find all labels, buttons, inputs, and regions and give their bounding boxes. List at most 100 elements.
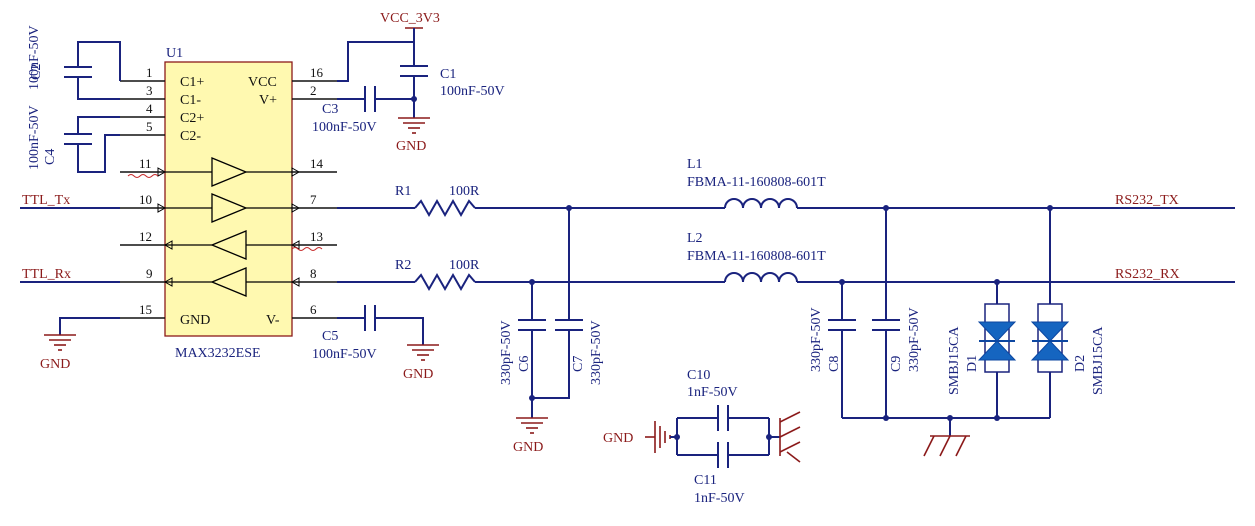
gnd-pin15-wire [59, 317, 120, 335]
pin-number: 15 [139, 302, 152, 317]
gnd-symbol [44, 334, 76, 351]
c8-label: C8 [827, 356, 842, 372]
c8-value: 330pF-50V [809, 307, 824, 372]
c11-label: C11 [694, 473, 717, 488]
gnd-label: GND [603, 431, 633, 446]
r2-resistor [414, 272, 476, 292]
pin-number: 10 [139, 192, 152, 207]
no-connect-mark [127, 174, 159, 178]
l2-label: L2 [687, 231, 703, 246]
pin-number: 2 [310, 83, 317, 98]
junction-dot [766, 434, 772, 440]
l1-inductor [724, 198, 798, 209]
r2-value: 100R [449, 258, 480, 273]
pin-name-c1m: C1- [180, 93, 201, 108]
junction-dot [411, 96, 417, 102]
c11-capacitor [677, 442, 769, 468]
pin-number: 8 [310, 266, 317, 281]
c1-capacitor [400, 65, 428, 118]
c3-label: C3 [322, 102, 338, 117]
gnd-symbol [516, 417, 548, 434]
pin-name-c2m: C2- [180, 129, 201, 144]
pin-number: 7 [310, 192, 317, 207]
net-rs232-rx: RS232_RX [1115, 267, 1180, 282]
pin-number: 12 [139, 229, 152, 244]
d2-value: SMBJ15CA [1091, 326, 1106, 395]
net-ttl-rx: TTL_Rx [22, 267, 71, 282]
c9-value: 330pF-50V [907, 307, 922, 372]
l2-value: FBMA-11-160808-601T [687, 249, 826, 264]
c2-label: C2 [29, 64, 44, 80]
r1-label: R1 [395, 184, 411, 199]
c4-value: 100nF-50V [27, 105, 42, 170]
pin-name-c1p: C1+ [180, 75, 204, 90]
c10-capacitor [677, 405, 769, 431]
pin-name-c2p: C2+ [180, 111, 204, 126]
c5-label: C5 [322, 329, 338, 344]
r2-label: R2 [395, 258, 411, 273]
gnd-label: GND [513, 440, 543, 455]
gnd-symbol [398, 117, 430, 134]
pin-name-gnd: GND [180, 313, 210, 328]
gnd-label: GND [40, 357, 70, 372]
pin-number: 16 [310, 65, 324, 80]
d1-tvs-diode [977, 282, 1017, 418]
pin-number: 3 [146, 83, 153, 98]
junction-dot [883, 415, 889, 421]
d2-tvs-diode [1030, 208, 1070, 418]
r1-resistor [414, 198, 476, 218]
c10-value: 1nF-50V [687, 385, 738, 400]
gnd-symbol [407, 344, 439, 361]
net-ttl-tx: TTL_Tx [22, 193, 70, 208]
gnd-symbol [645, 421, 671, 453]
c8-capacitor [828, 282, 856, 418]
l1-value: FBMA-11-160808-601T [687, 175, 826, 190]
c1-value: 100nF-50V [440, 84, 505, 99]
c7-label: C7 [571, 356, 586, 372]
c6-capacitor [518, 282, 546, 418]
no-connect-mark [291, 247, 323, 251]
c5-capacitor [337, 305, 424, 345]
c9-capacitor [872, 208, 900, 418]
c1-label: C1 [440, 67, 456, 82]
r1-value: 100R [449, 184, 480, 199]
c9-label: C9 [889, 356, 904, 372]
l2-inductor [724, 272, 798, 283]
junction-dot [994, 415, 1000, 421]
d2-label: D2 [1073, 355, 1088, 372]
gnd-label: GND [396, 139, 426, 154]
c4-capacitor [64, 116, 120, 173]
l1-label: L1 [687, 157, 703, 172]
ic-ref: U1 [166, 46, 183, 61]
c11-value: 1nF-50V [694, 491, 745, 506]
pin-name-vm: V- [266, 313, 280, 328]
d1-value: SMBJ15CA [947, 326, 962, 395]
c6-value: 330pF-50V [499, 320, 514, 385]
c10-label: C10 [687, 368, 710, 383]
gnd-label: GND [403, 367, 433, 382]
pin-number: 14 [310, 156, 324, 171]
c2-value: 100nF-50V [27, 25, 42, 90]
pin-name-vp: V+ [259, 93, 277, 108]
ic-part: MAX3232ESE [175, 346, 261, 361]
net-rs232-tx: RS232_TX [1115, 193, 1179, 208]
c3-value: 100nF-50V [312, 120, 377, 135]
ic-pin-stubs [120, 80, 337, 319]
c2-capacitor [64, 41, 121, 100]
net-vcc: VCC_3V3 [380, 11, 440, 26]
ic-body [164, 61, 293, 337]
d1-label: D1 [965, 355, 980, 372]
c3-capacitor [337, 86, 414, 112]
c7-capacitor [532, 208, 583, 399]
c6-label: C6 [517, 356, 532, 372]
pin-number: 4 [146, 101, 153, 116]
junction-dot [529, 395, 535, 401]
pin-number: 9 [146, 266, 153, 281]
ic-buffers [157, 157, 301, 297]
pin-number: 13 [310, 229, 323, 244]
c4-label: C4 [43, 149, 58, 165]
chassis-ground-symbol [779, 411, 801, 463]
c7-value: 330pF-50V [589, 320, 604, 385]
pin-number: 5 [146, 119, 153, 134]
